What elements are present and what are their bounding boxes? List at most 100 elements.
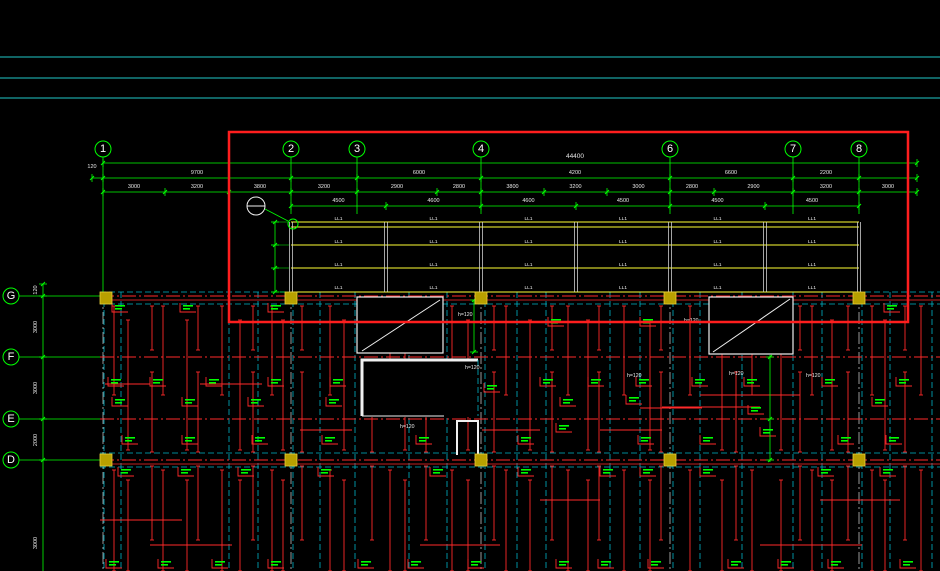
rebar-tag-mark [841, 440, 848, 442]
rebar-tag-mark [559, 561, 569, 563]
rebar-tag-mark [695, 379, 705, 381]
rebar-tag-mark [321, 472, 328, 474]
rebar-tag-bracket [157, 559, 174, 569]
openings [356, 296, 794, 455]
rebar-tag-bracket [837, 435, 854, 445]
dimension-beam-bay-label: 4500 [806, 198, 818, 204]
rebar-tag-bracket [111, 397, 128, 407]
rebar-tag-bracket [407, 559, 424, 569]
rebar-tag-mark [325, 440, 332, 442]
axis-bubble-label: 1 [100, 143, 106, 155]
dimension-beam-bay-label: 4500 [332, 198, 344, 204]
coupling-beam-label: LL1 [808, 216, 816, 222]
dimension-tick [434, 189, 440, 195]
rebar-tag [817, 467, 834, 477]
rebar-tag [325, 397, 342, 407]
rebar-tag [181, 397, 198, 407]
rebar-tag-mark [601, 564, 608, 566]
dimension-overall-label: 44400 [566, 153, 584, 160]
rebar-tag-mark [241, 472, 248, 474]
rebar-tag-mark [747, 382, 754, 384]
coupling-beam-label: LL1 [524, 262, 532, 268]
dimension-bay-label: 3000 [882, 184, 894, 190]
dimension-bay-label: 3800 [506, 184, 518, 190]
rebar-tag-mark [521, 440, 528, 442]
dimension-tick [478, 189, 484, 195]
rebar-tag-mark [271, 561, 281, 563]
rebar-tag-mark [209, 382, 216, 384]
rebar-tag-mark [251, 402, 258, 404]
column [474, 453, 488, 467]
rebar-tag-mark [487, 388, 494, 390]
axis-bubble-circle [850, 140, 868, 158]
rebar-tag-mark [747, 379, 757, 381]
dimension-tick [767, 354, 773, 360]
rebar-tag-mark [603, 469, 613, 471]
dimension-tick [89, 175, 95, 181]
rebar-tag-bracket [599, 467, 616, 477]
dimension-tick [40, 457, 46, 463]
rebar-tag-mark [271, 305, 281, 307]
rebar-tag-mark [153, 382, 160, 384]
rebar-tag-mark [419, 440, 426, 442]
rebar-tag-mark [153, 379, 163, 381]
rebar-tag-mark [643, 469, 653, 471]
axis-bubble: E [2, 410, 20, 428]
slab-thickness-note: h=120 [400, 424, 415, 430]
rebar-tag-bracket [105, 559, 122, 569]
rebar-tag [885, 435, 902, 445]
rebar-tag-mark [115, 308, 122, 310]
coupling-beam-label: LL1 [713, 216, 721, 222]
rebar-tag-mark [185, 437, 195, 439]
dimension-tick [790, 175, 796, 181]
rebar-tag-mark [821, 472, 828, 474]
rebar-tag [827, 559, 844, 569]
rebar-tag-mark [241, 469, 251, 471]
rebar-tag-mark [161, 561, 171, 563]
column [99, 453, 113, 467]
dimension-tick [767, 457, 773, 463]
rebar-tag [559, 397, 576, 407]
rebar-tag-bracket [267, 303, 284, 313]
rebar-tag [691, 377, 708, 387]
axis-bubble-circle [348, 140, 366, 158]
dimension-tick [667, 203, 673, 209]
coupling-beam-label: LL1 [619, 262, 627, 268]
rebar-tag [177, 467, 194, 477]
dimension-bay-label: 2900 [747, 184, 759, 190]
rebar-tag-bracket [329, 377, 346, 387]
rebar-tag [267, 303, 284, 313]
rebar-tag-mark [433, 469, 443, 471]
rebar-tag-mark [521, 437, 531, 439]
rebar-tag-mark [329, 399, 339, 401]
rebar-tag-bracket [635, 377, 652, 387]
rebar-tag-bracket [179, 303, 196, 313]
rebar-tags [105, 303, 916, 569]
rebar-tag-mark [731, 561, 741, 563]
column [99, 291, 113, 305]
coupling-beam-label: LL1 [713, 285, 721, 291]
rebar-tag-mark [109, 564, 116, 566]
rebar-tag-mark [471, 561, 481, 563]
rebar-tag [647, 559, 664, 569]
coupling-beam-label: LL1 [524, 285, 532, 291]
rebar-tag [517, 467, 534, 477]
dimension-tick [100, 160, 106, 166]
dimension-tick [100, 175, 106, 181]
rebar-tag [599, 467, 616, 477]
rebar-tag [247, 397, 264, 407]
rebar-tag [837, 435, 854, 445]
rebar-tag-mark [643, 319, 653, 321]
axis-bubble-label: 3 [354, 143, 360, 155]
rebar-tag-bracket [555, 559, 572, 569]
dimension-tick [856, 203, 862, 209]
rebar-tag-bracket [817, 467, 834, 477]
rebar-tag-mark [641, 440, 648, 442]
rebar-tag-mark [563, 399, 573, 401]
rebar-tag-mark [899, 382, 906, 384]
rebar-tag-mark [433, 472, 440, 474]
dimension-tick [573, 203, 579, 209]
opening-edge [360, 358, 478, 416]
